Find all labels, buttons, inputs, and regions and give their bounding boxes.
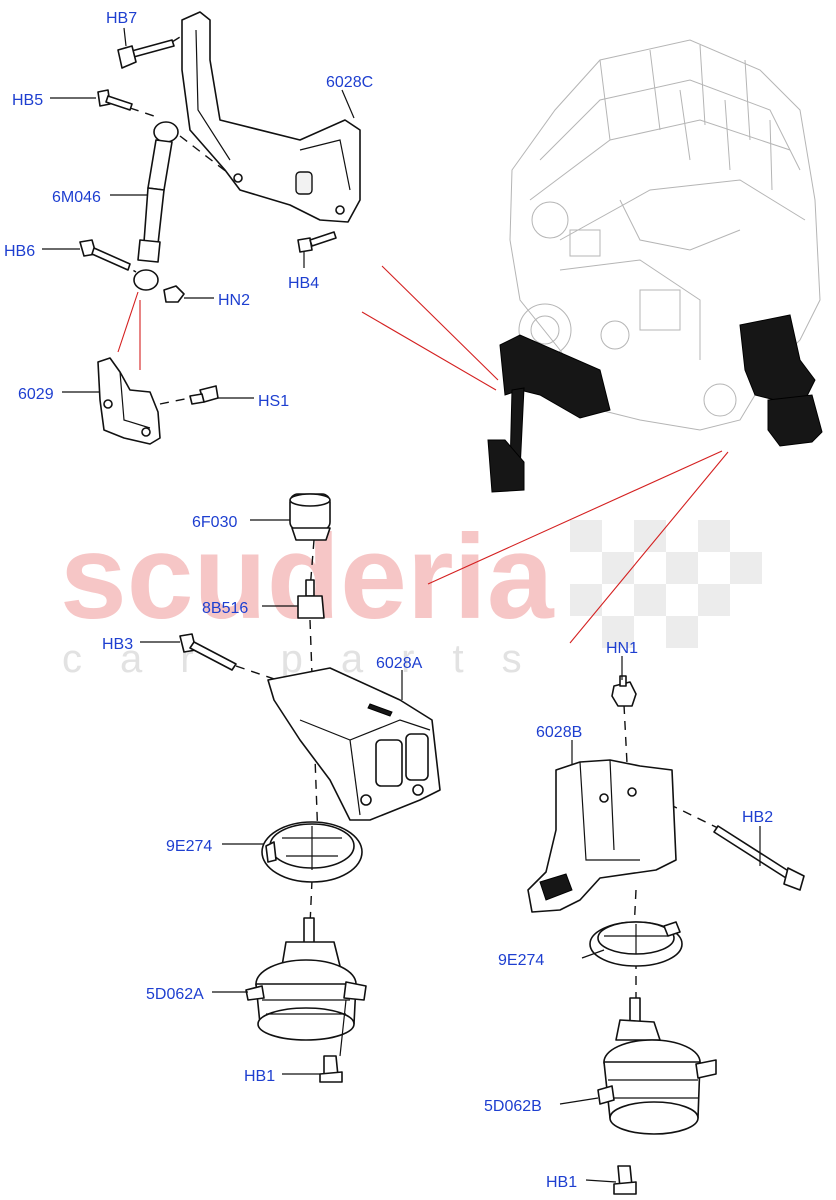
label-HN1: HN1: [606, 640, 638, 657]
stud-HS1: [189, 385, 219, 405]
label-HB3: HB3: [102, 636, 133, 653]
engine-block: [487, 39, 823, 493]
label-5D062A: 5D062A: [146, 986, 204, 1003]
checker-flag-watermark: [570, 520, 762, 648]
watermark-tagline: car parts: [62, 637, 560, 681]
bolt-HB2: [713, 825, 805, 891]
shield-9E274-left: [261, 821, 363, 883]
bolt-HB1-left: [319, 1055, 343, 1083]
label-HS1: HS1: [258, 393, 289, 410]
strut-6M046: [133, 121, 179, 291]
label-HB5: HB5: [12, 92, 43, 109]
label-HB7: HB7: [106, 10, 137, 27]
bolt-HB3: [179, 633, 237, 671]
bolt-HB5: [97, 89, 133, 111]
nut-HN1: [611, 675, 637, 707]
label-HB1-left: HB1: [244, 1068, 275, 1085]
watermark: scuderia car parts: [60, 510, 762, 681]
label-HB2: HB2: [742, 809, 773, 826]
label-HB6: HB6: [4, 243, 35, 260]
bolt-HB6: [79, 239, 131, 271]
label-6028C: 6028C: [326, 74, 373, 91]
label-9E274-left: 9E274: [166, 838, 212, 855]
nut-HN2: [163, 285, 185, 303]
part-labels: HB7 HB5 6028C 6M046 HB6 HB4 HN2 6029 HS1…: [4, 10, 773, 1191]
bracket-6028A: [267, 667, 441, 821]
bolt-HB1-right: [613, 1165, 637, 1195]
bush-6F030: [289, 493, 331, 541]
stud-8B516: [297, 579, 325, 619]
label-6M046: 6M046: [52, 189, 101, 206]
bracket-6029: [97, 357, 161, 445]
bolt-HB7: [117, 39, 175, 69]
label-HN2: HN2: [218, 292, 250, 309]
shield-9E274-right: [589, 921, 683, 967]
label-8B516: 8B516: [202, 600, 248, 617]
callout-lines: [117, 265, 729, 644]
label-6F030: 6F030: [192, 514, 237, 531]
bolt-HB4: [297, 231, 337, 253]
label-6029: 6029: [18, 386, 54, 403]
mount-5D062A: [245, 917, 367, 1041]
label-HB1-right: HB1: [546, 1174, 577, 1191]
label-HB4: HB4: [288, 275, 319, 292]
label-9E274-right: 9E274: [498, 952, 544, 969]
bracket-6028C: [181, 11, 361, 223]
bracket-6028B: [527, 759, 677, 913]
leader-lines: [42, 27, 761, 1183]
label-5D062B: 5D062B: [484, 1098, 542, 1115]
mount-5D062B: [597, 997, 717, 1135]
label-6028A: 6028A: [376, 655, 423, 672]
label-6028B: 6028B: [536, 724, 582, 741]
